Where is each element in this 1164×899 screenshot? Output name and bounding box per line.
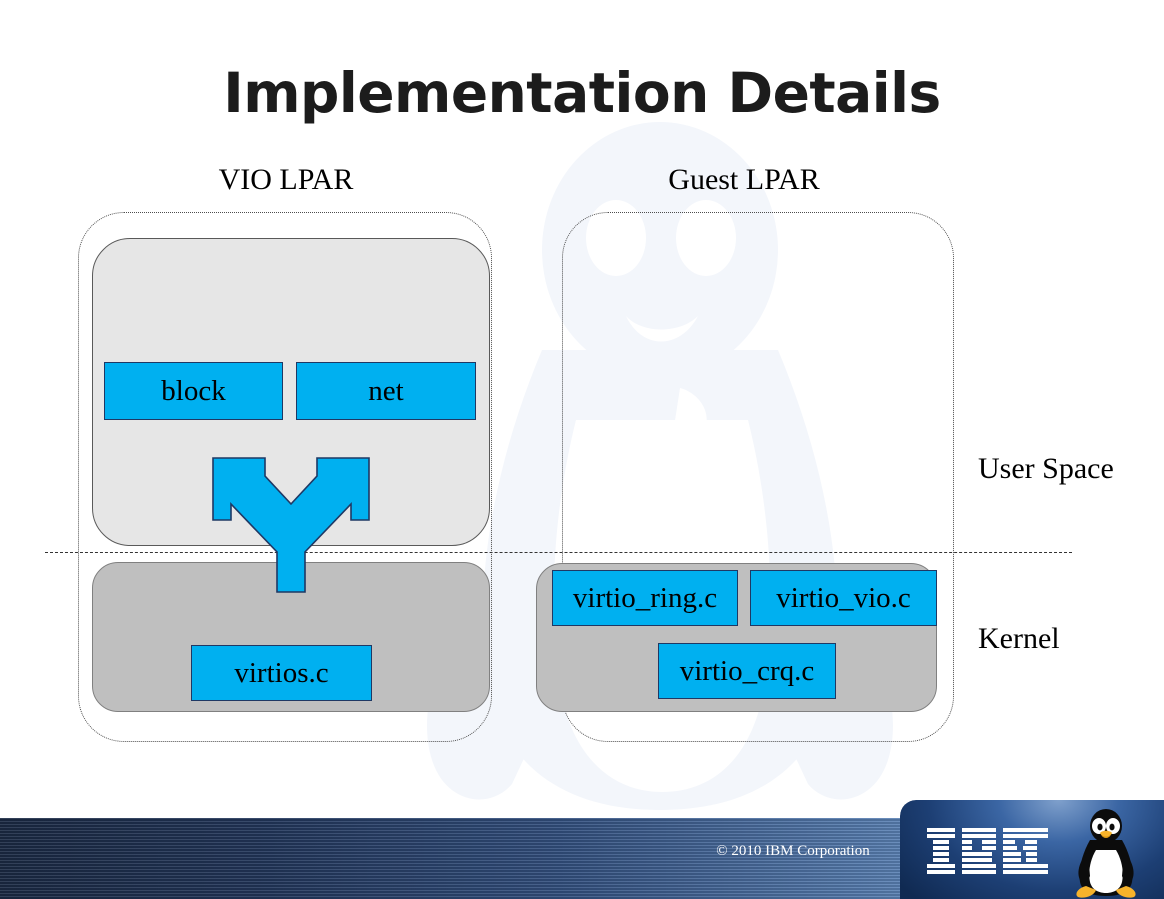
copyright-text: © 2010 IBM Corporation [716,843,870,859]
component-box-virtio-ring-c[interactable]: virtio_ring.c [552,570,738,626]
component-box-virtio-vio-c[interactable]: virtio_vio.c [750,570,937,626]
vio-lpar-boundary [78,212,492,742]
kernel-label: Kernel [978,622,1060,655]
component-box-virtio-crq-c[interactable]: virtio_crq.c [658,643,836,699]
component-box-block[interactable]: block [104,362,283,420]
fork-arrow-icon [212,457,370,593]
ibm-logo-panel [900,800,1164,899]
tux-penguin-icon [1076,809,1136,898]
component-box-virtios-c[interactable]: virtios.c [191,645,372,701]
user-kernel-divider [45,552,1072,553]
vio-lpar-heading: VIO LPAR [218,163,354,196]
page-title: Implementation Details [223,61,941,125]
guest-lpar-heading: Guest LPAR [668,163,820,196]
guest-lpar-boundary [562,212,954,742]
ibm-logo-icon [927,828,1048,874]
component-box-net[interactable]: net [296,362,476,420]
user-space-label: User Space [978,452,1114,485]
